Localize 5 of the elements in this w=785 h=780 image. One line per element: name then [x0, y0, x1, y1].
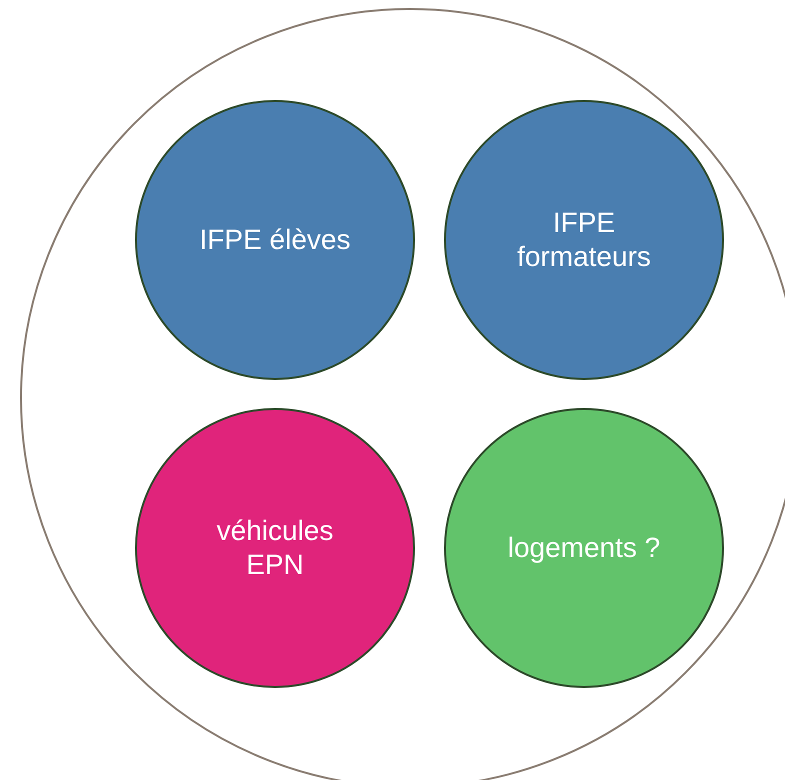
circle-label: IFPE élèves: [198, 223, 352, 257]
circle-label: logements ?: [506, 531, 662, 565]
circle-label: IFPE formateurs: [516, 206, 652, 274]
circle-label: véhicules EPN: [216, 514, 334, 582]
boundary-circle: [20, 8, 785, 780]
